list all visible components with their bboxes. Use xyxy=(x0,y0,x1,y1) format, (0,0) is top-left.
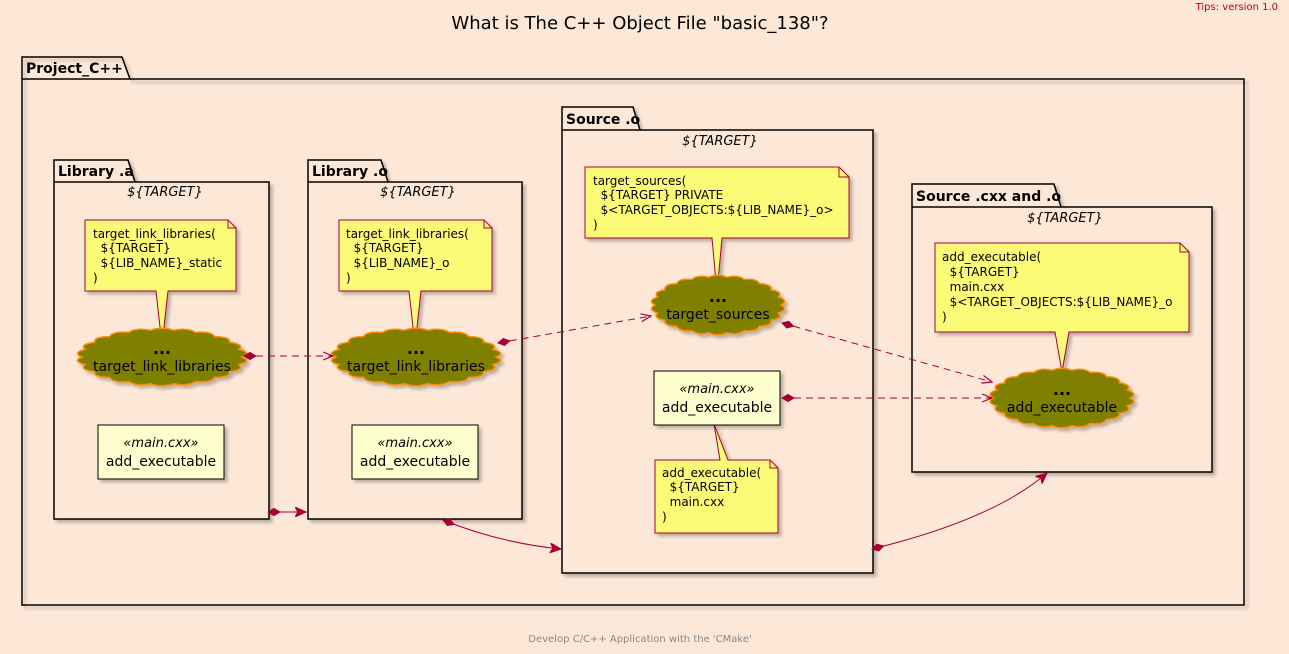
footer-caption: Develop C/C++ Application with the 'CMak… xyxy=(528,634,751,645)
arrow-library-o-to-source-o xyxy=(443,520,561,549)
note-source-cxx-o: add_executable( ${TARGET} main.cxx $<TAR… xyxy=(0,0,1199,373)
component-source-o[interactable]: «main.cxx» add_executable xyxy=(653,370,781,426)
note-line: ) xyxy=(93,271,98,285)
note-source-cxx-o-text: add_executable( ${TARGET} main.cxx $<TAR… xyxy=(0,0,1199,324)
component-box xyxy=(97,424,225,480)
component-library-a[interactable]: «main.cxx» add_executable xyxy=(97,424,225,480)
note-library-a-text: target_link_libraries( ${TARGET} ${LIB_N… xyxy=(0,0,249,285)
note-line: ${TARGET} xyxy=(942,265,1020,279)
note-line: ${TARGET} xyxy=(346,241,424,255)
note-line: target_sources( xyxy=(593,174,686,188)
component-label: add_executable xyxy=(106,454,216,470)
note-library-o-text: target_link_libraries( ${TARGET} ${LIB_N… xyxy=(0,0,496,285)
note-line: add_executable( xyxy=(662,466,761,480)
note-line: ${LIB_NAME}_static xyxy=(93,256,222,270)
source-cxx-o-target-label: ${TARGET} xyxy=(1027,211,1103,226)
note-line: ) xyxy=(942,310,947,324)
cloud-library-o[interactable]: ... target_link_libraries xyxy=(330,327,502,387)
cloud-label: target_sources xyxy=(666,307,769,323)
cloud-library-a[interactable]: ... target_link_libraries xyxy=(76,327,248,387)
note-line: ${TARGET} xyxy=(93,241,171,255)
library-o-target-label: ${TARGET} xyxy=(380,185,456,200)
note-library-o: target_link_libraries( ${TARGET} ${LIB_N… xyxy=(0,0,496,346)
note-source-o-component: add_executable( ${TARGET} main.cxx ) xyxy=(0,0,788,534)
note-line: ) xyxy=(593,218,598,232)
note-line: target_link_libraries( xyxy=(93,227,216,241)
component-box xyxy=(351,424,479,480)
note-source-o-text: target_sources( ${TARGET} PRIVATE $<TARG… xyxy=(0,0,860,232)
note-line: ${TARGET} PRIVATE xyxy=(593,188,723,202)
cloud-label: target_link_libraries xyxy=(347,359,485,375)
project-package-name: Project_C++ xyxy=(26,61,123,77)
source-cxx-o-package-name: Source .cxx and .o xyxy=(916,189,1061,205)
library-a-target-label: ${TARGET} xyxy=(127,185,203,200)
library-o-package-name: Library .o xyxy=(312,164,388,180)
cloud-shape xyxy=(989,367,1135,429)
cloud-dots: ... xyxy=(709,287,727,306)
dashed-arrow-library-o-to-source-o xyxy=(498,316,651,343)
component-label: add_executable xyxy=(360,454,470,470)
cloud-shape xyxy=(76,327,248,387)
component-stereotype: «main.cxx» xyxy=(123,436,198,451)
cloud-source-cxx-o[interactable]: ... add_executable xyxy=(989,367,1135,429)
note-source-o-component-text: add_executable( ${TARGET} main.cxx ) xyxy=(0,0,788,524)
note-line: add_executable( xyxy=(942,250,1041,264)
note-line: main.cxx xyxy=(942,280,1004,294)
source-o-target-label: ${TARGET} xyxy=(682,134,758,149)
cloud-label: target_link_libraries xyxy=(93,359,231,375)
relations xyxy=(244,316,1047,549)
cloud-dots: ... xyxy=(1053,380,1071,399)
component-box xyxy=(653,370,781,426)
note-line: ${TARGET} xyxy=(662,480,740,494)
note-line: ${LIB_NAME}_o xyxy=(346,256,449,270)
diagram-title: What is The C++ Object File "basic_138"? xyxy=(451,13,828,34)
note-line: main.cxx xyxy=(662,495,724,509)
note-line: target_link_libraries( xyxy=(346,227,469,241)
project-package: Project_C++ xyxy=(21,56,1245,606)
note-library-a: target_link_libraries( ${TARGET} ${LIB_N… xyxy=(0,0,249,346)
cloud-source-o[interactable]: ... target_sources xyxy=(650,274,786,336)
dashed-arrow-target-sources-to-add-executable xyxy=(782,323,992,382)
cloud-shape xyxy=(650,274,786,336)
component-library-o[interactable]: «main.cxx» add_executable xyxy=(351,424,479,480)
note-line: ) xyxy=(346,271,351,285)
tips-label: Tips: version 1.0 xyxy=(1195,2,1278,13)
component-stereotype: «main.cxx» xyxy=(679,382,754,397)
arrow-source-o-to-source-cxx-o xyxy=(872,473,1047,549)
component-stereotype: «main.cxx» xyxy=(377,436,452,451)
cloud-label: add_executable xyxy=(1007,400,1117,416)
component-label: add_executable xyxy=(662,400,772,416)
note-line: $<TARGET_OBJECTS:${LIB_NAME}_o> xyxy=(593,203,834,217)
cloud-dots: ... xyxy=(153,339,171,358)
cloud-dots: ... xyxy=(407,339,425,358)
note-line: $<TARGET_OBJECTS:${LIB_NAME}_o xyxy=(942,295,1172,309)
note-source-o: target_sources( ${TARGET} PRIVATE $<TARG… xyxy=(0,0,860,294)
source-o-package-name: Source .o xyxy=(566,112,641,128)
cloud-shape xyxy=(330,327,502,387)
library-a-package-name: Library .a xyxy=(58,164,134,180)
note-line: ) xyxy=(662,510,667,524)
